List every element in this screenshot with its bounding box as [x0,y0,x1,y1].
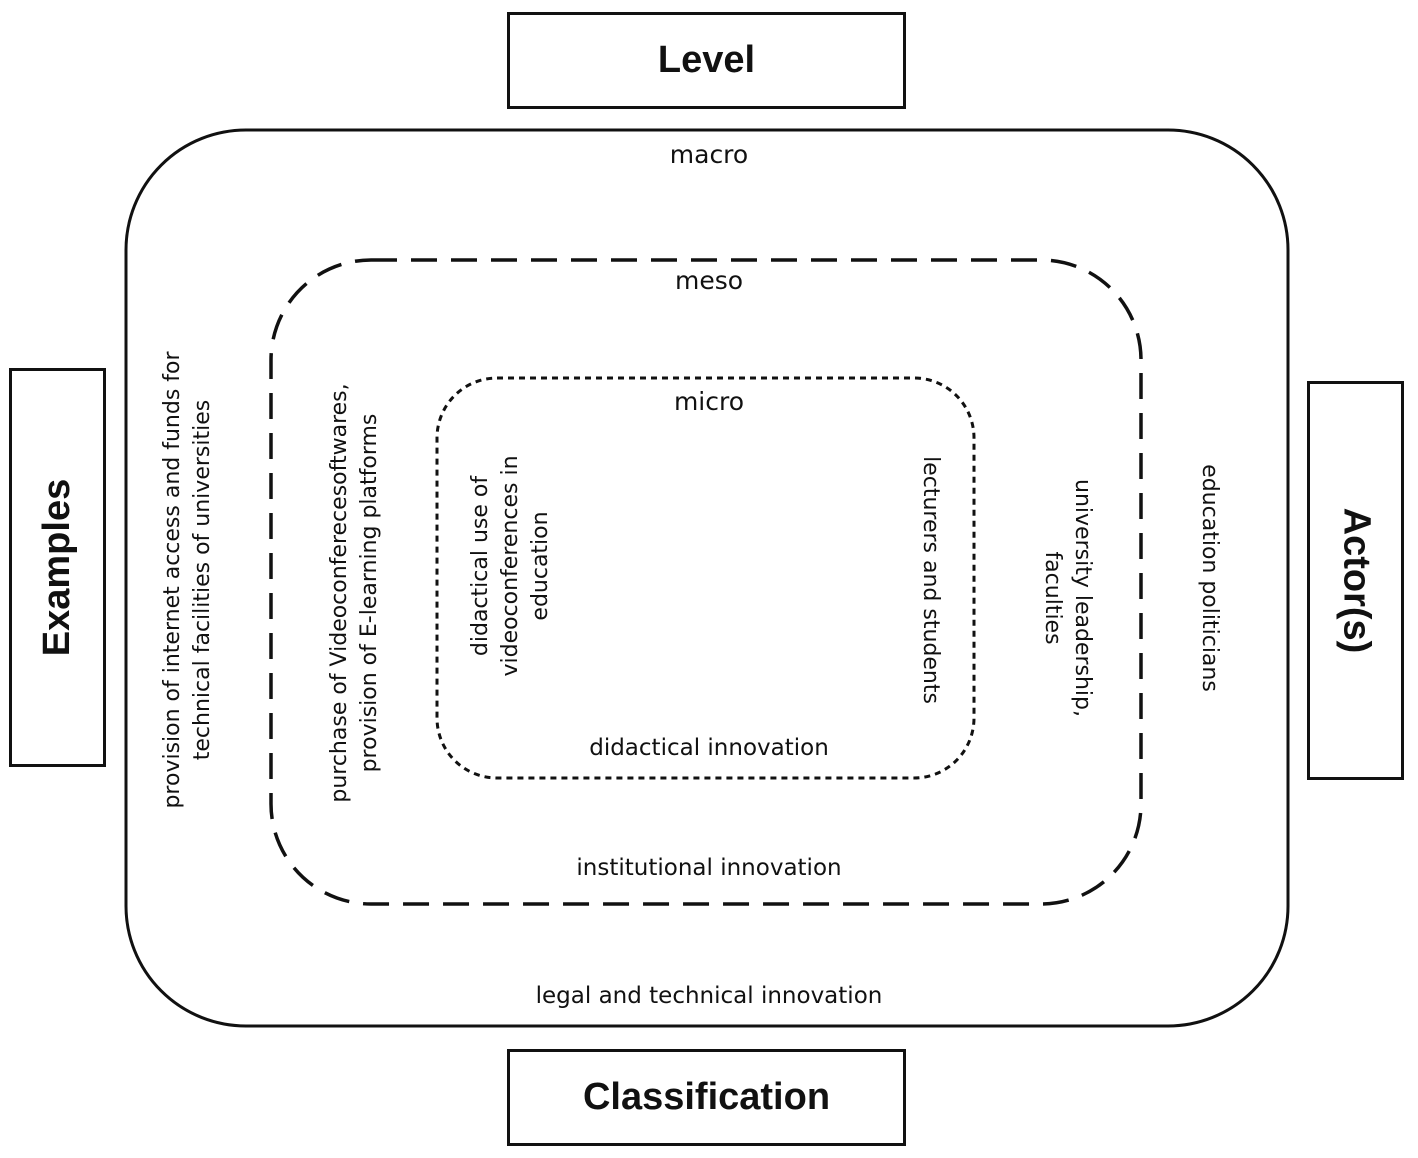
actors-title: Actor(s) [1335,507,1377,654]
example-micro-line-2: videoconferences in [498,455,523,677]
examples-title: Examples [36,478,79,657]
classification-micro-label: didactical innovation [589,735,829,761]
example-macro-line-1: provision of internet access and funds f… [160,351,185,809]
example-macro: provision of internet access and funds f… [158,351,218,808]
actor-meso-line-1: university leadership, [1070,479,1095,717]
level-micro-label: micro [673,387,745,416]
actor-micro: lecturers and students [915,456,945,704]
actor-micro-line-1: lecturers and students [918,456,943,704]
micro-ring [435,376,976,780]
example-meso: purchase of Videoconferecesoftwares, pro… [325,383,385,802]
classification-title: Classification [582,1076,831,1118]
actor-macro: education politicians [1194,464,1224,692]
example-macro-line-2: technical facilities of universities [190,399,215,761]
classification-macro-label: legal and technical innovation [535,983,883,1009]
level-title: Level [657,39,756,81]
examples-box: Examples [9,368,106,767]
actor-meso-line-2: faculties [1040,551,1065,645]
classification-box: Classification [507,1049,906,1146]
example-micro-line-3: education [528,511,553,621]
actor-meso: university leadership, faculties [1037,479,1097,717]
example-micro-line-1: didactical use of [468,475,493,657]
example-meso-line-1: purchase of Videoconferecesoftwares, [327,383,352,803]
classification-meso-label: institutional innovation [576,855,842,881]
level-macro-label: macro [669,140,749,169]
meso-ring [269,258,1143,906]
example-meso-line-2: provision of E-learning platforms [357,413,382,773]
macro-ring [124,128,1290,1028]
actors-box: Actor(s) [1307,381,1404,780]
level-meso-label: meso [674,266,744,295]
actor-macro-line-1: education politicians [1197,464,1222,692]
example-micro: didactical use of videoconferences in ed… [466,455,556,676]
level-box: Level [507,12,906,109]
